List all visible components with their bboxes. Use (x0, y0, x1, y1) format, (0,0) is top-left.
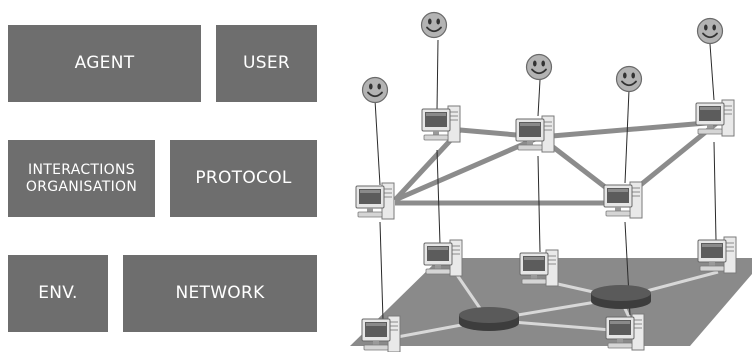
computer-icon (695, 99, 735, 137)
computer-icon (697, 236, 737, 274)
layer-network-label: NETWORK (175, 282, 265, 303)
layer-protocol: PROTOCOL (170, 140, 317, 217)
computer-icon (355, 182, 395, 220)
layer-network: NETWORK (123, 255, 317, 332)
smiley-icon (615, 65, 643, 93)
layer-interactions-label: INTERACTIONS ORGANISATION (25, 162, 138, 195)
layer-env-label: ENV. (38, 282, 78, 303)
computer-icon (515, 115, 555, 153)
layer-agent: AGENT (8, 25, 201, 102)
smiley-icon (361, 76, 389, 104)
layer-agent-label: AGENT (74, 52, 135, 73)
computer-icon (421, 105, 461, 143)
network-hub-icon (591, 285, 651, 309)
agent-links (393, 119, 720, 206)
smiley-icon (525, 53, 553, 81)
computer-icon (603, 181, 643, 219)
layer-interactions-organisation: INTERACTIONS ORGANISATION (8, 140, 155, 217)
computer-icon (605, 313, 645, 351)
layer-user-label: USER (243, 52, 290, 73)
layer-protocol-label: PROTOCOL (195, 167, 292, 188)
layer-user: USER (216, 25, 317, 102)
computer-icon (423, 239, 463, 277)
smiley-icon (420, 11, 448, 39)
layer-env: ENV. (8, 255, 108, 332)
computer-icon (361, 315, 401, 352)
computer-icon (519, 249, 559, 287)
smiley-icon (696, 17, 724, 45)
network-hub-icon (459, 307, 519, 331)
network-plane (350, 258, 752, 346)
